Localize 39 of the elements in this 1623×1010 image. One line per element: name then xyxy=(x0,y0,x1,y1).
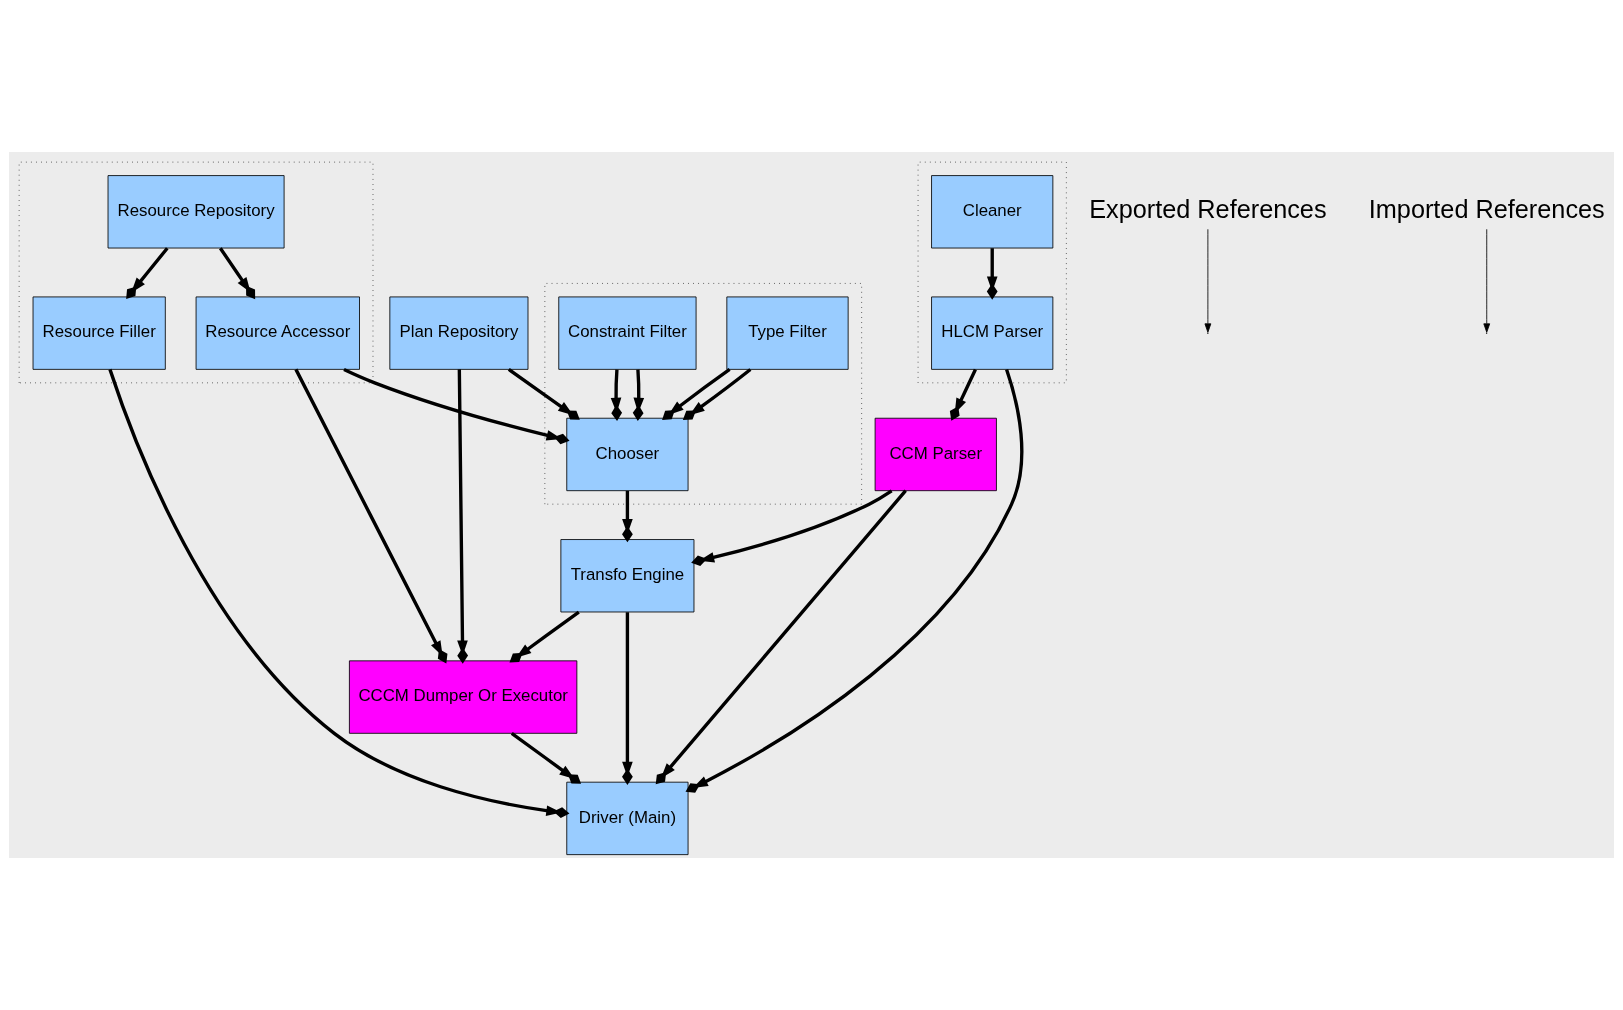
node-box: Constraint Filter xyxy=(558,296,697,370)
node-box: Cleaner xyxy=(931,175,1054,249)
arrow xyxy=(343,367,570,445)
arrow xyxy=(632,369,645,421)
arrow xyxy=(507,368,580,420)
arrow xyxy=(691,489,893,567)
arrow xyxy=(986,248,998,300)
node-box: Transfo Engine xyxy=(560,539,695,613)
arrow xyxy=(949,368,977,421)
arrow xyxy=(510,731,582,784)
node-box: Type Filter xyxy=(726,296,849,370)
arrow xyxy=(1483,228,1491,333)
arrow xyxy=(622,612,633,785)
arrow xyxy=(457,369,469,664)
arrow xyxy=(108,368,570,818)
arrow xyxy=(655,489,907,785)
arrow xyxy=(622,490,633,543)
arrow xyxy=(218,247,256,300)
node-box: CCCM Dumper Or Executor xyxy=(348,660,578,734)
cluster xyxy=(18,161,374,384)
arrow xyxy=(1204,228,1212,333)
arrow xyxy=(509,610,580,663)
node-box: Resource Accessor xyxy=(195,296,360,370)
node-box: Plan Repository xyxy=(389,296,529,370)
arrow xyxy=(126,247,169,299)
arrow xyxy=(682,368,752,420)
node-box: Driver (Main) xyxy=(566,781,689,856)
cluster xyxy=(917,161,1067,384)
node-box: HLCM Parser xyxy=(931,296,1054,370)
arrow xyxy=(685,369,1024,793)
node-text: Exported References xyxy=(1089,195,1327,224)
node-box: CCM Parser xyxy=(874,417,997,492)
arrow xyxy=(662,368,731,420)
arrow xyxy=(610,369,623,421)
node-box: Resource Filler xyxy=(32,296,166,370)
node-box: Resource Repository xyxy=(107,175,285,249)
node-text: Imported References xyxy=(1368,195,1605,224)
arrow xyxy=(294,368,448,664)
node-box: Chooser xyxy=(566,417,689,492)
